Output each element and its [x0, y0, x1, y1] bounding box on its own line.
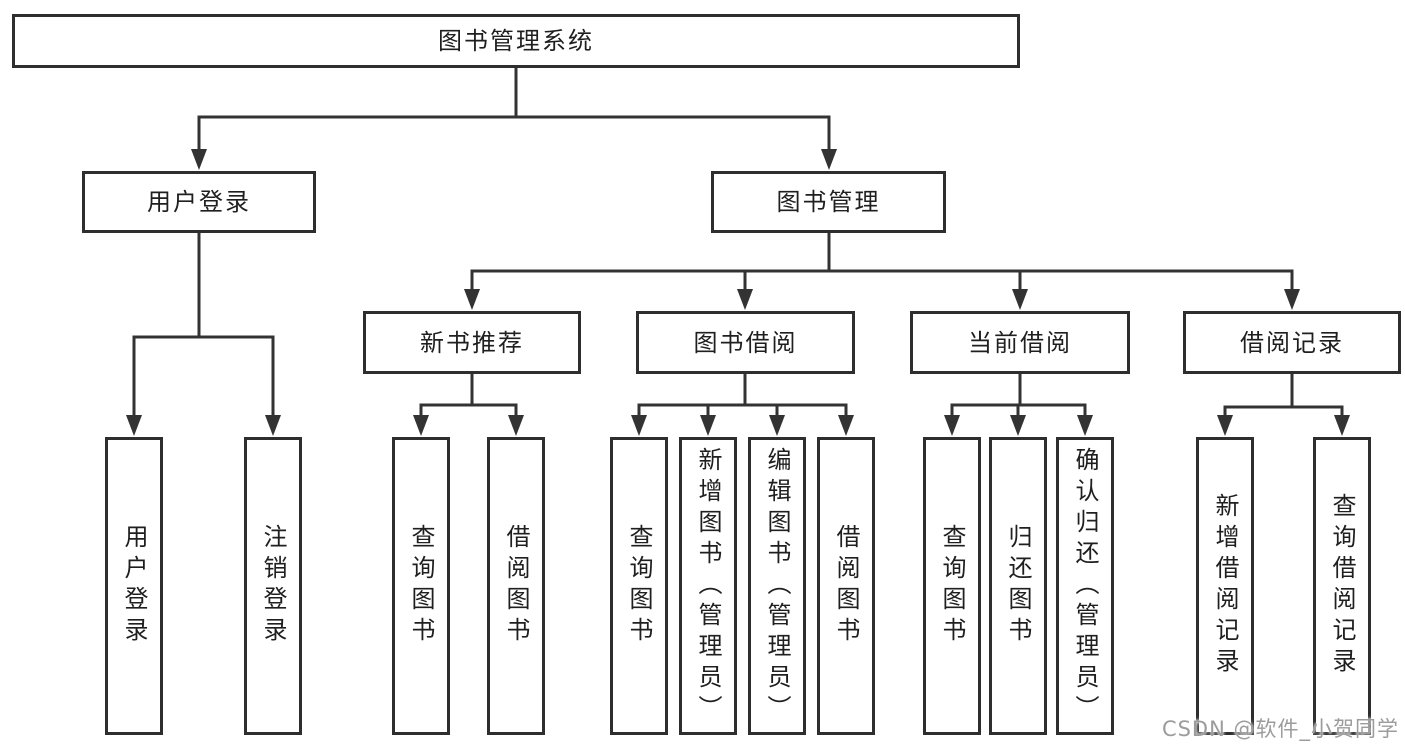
leaf-label: 借阅图书: [832, 524, 860, 648]
leaf-label: 注销登录: [259, 524, 287, 648]
node-book-borrow: 图书借阅: [636, 311, 855, 374]
connector-root-to-level2: [191, 68, 837, 170]
connector-borrow-to-leaves: [631, 374, 854, 436]
leaf-recommend-borrow-books: 借阅图书: [487, 437, 545, 735]
leaf-label: 查询借阅记录: [1328, 493, 1356, 679]
connector-user-login-to-leaves: [126, 233, 281, 436]
node-label: 图书管理系统: [438, 27, 594, 55]
leaf-label: 查询图书: [407, 524, 435, 648]
leaf-borrow-query-books: 查询图书: [610, 437, 668, 735]
node-book-management: 图书管理: [711, 171, 946, 233]
leaf-add-borrow-record: 新增借阅记录: [1196, 437, 1254, 735]
node-label: 当前借阅: [968, 328, 1072, 357]
leaf-label: 编辑图书（管理员）: [763, 446, 791, 726]
node-user-login-branch: 用户登录: [82, 171, 316, 233]
leaf-label: 查询图书: [938, 524, 966, 648]
node-borrow-records: 借阅记录: [1183, 311, 1401, 374]
leaf-return-books: 归还图书: [989, 437, 1047, 735]
connector-records-to-leaves: [1217, 374, 1350, 436]
leaf-query-borrow-record: 查询借阅记录: [1313, 437, 1371, 735]
csdn-watermark: CSDN @软件_小贺同学: [1161, 717, 1399, 741]
node-label: 借阅记录: [1240, 328, 1344, 357]
leaf-current-query-books: 查询图书: [923, 437, 981, 735]
connector-book-mgmt-to-level3: [464, 233, 1300, 310]
leaf-user-login: 用户登录: [105, 437, 163, 735]
node-label: 新书推荐: [420, 328, 524, 357]
node-new-book-recommend: 新书推荐: [363, 311, 581, 374]
node-label: 图书借阅: [693, 328, 798, 357]
connector-recommend-to-leaves: [413, 374, 524, 436]
leaf-recommend-query-books: 查询图书: [392, 437, 450, 735]
node-label: 图书管理: [776, 188, 881, 216]
connector-current-to-leaves: [944, 374, 1093, 436]
leaf-edit-books-admin: 编辑图书（管理员）: [748, 437, 806, 735]
node-library-system: 图书管理系统: [12, 14, 1020, 68]
leaf-label: 查询图书: [625, 524, 653, 648]
leaf-add-books-admin: 新增图书（管理员）: [679, 437, 737, 735]
leaf-label: 借阅图书: [502, 524, 530, 648]
node-current-borrow: 当前借阅: [910, 311, 1130, 374]
leaf-confirm-return-admin: 确认归还（管理员）: [1056, 437, 1114, 735]
leaf-borrow-books: 借阅图书: [817, 437, 875, 735]
leaf-label: 确认归还（管理员）: [1071, 446, 1099, 726]
leaf-label: 新增图书（管理员）: [694, 446, 722, 726]
leaf-logout: 注销登录: [244, 437, 302, 735]
leaf-label: 新增借阅记录: [1211, 493, 1239, 679]
leaf-label: 归还图书: [1004, 524, 1032, 648]
node-label: 用户登录: [147, 188, 251, 216]
leaf-label: 用户登录: [120, 524, 148, 648]
